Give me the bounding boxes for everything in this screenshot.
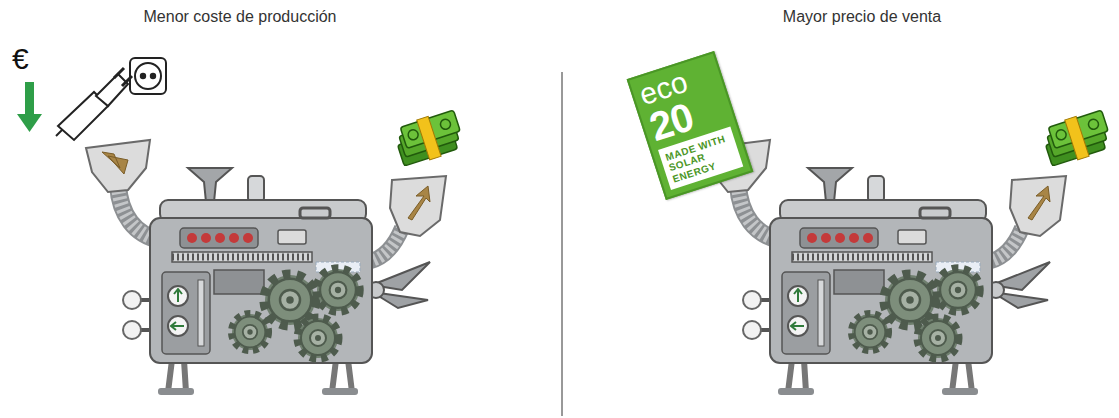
panel-heading: Menor coste de producción <box>144 8 337 26</box>
currency-symbol: € <box>12 42 29 76</box>
plug-icon <box>56 58 166 140</box>
eco-label: eco20MADE WITH SOLAR ENERGY <box>627 51 754 200</box>
panel-heading: Mayor precio de venta <box>783 8 941 26</box>
divider <box>562 72 563 416</box>
down-arrow <box>17 82 42 132</box>
